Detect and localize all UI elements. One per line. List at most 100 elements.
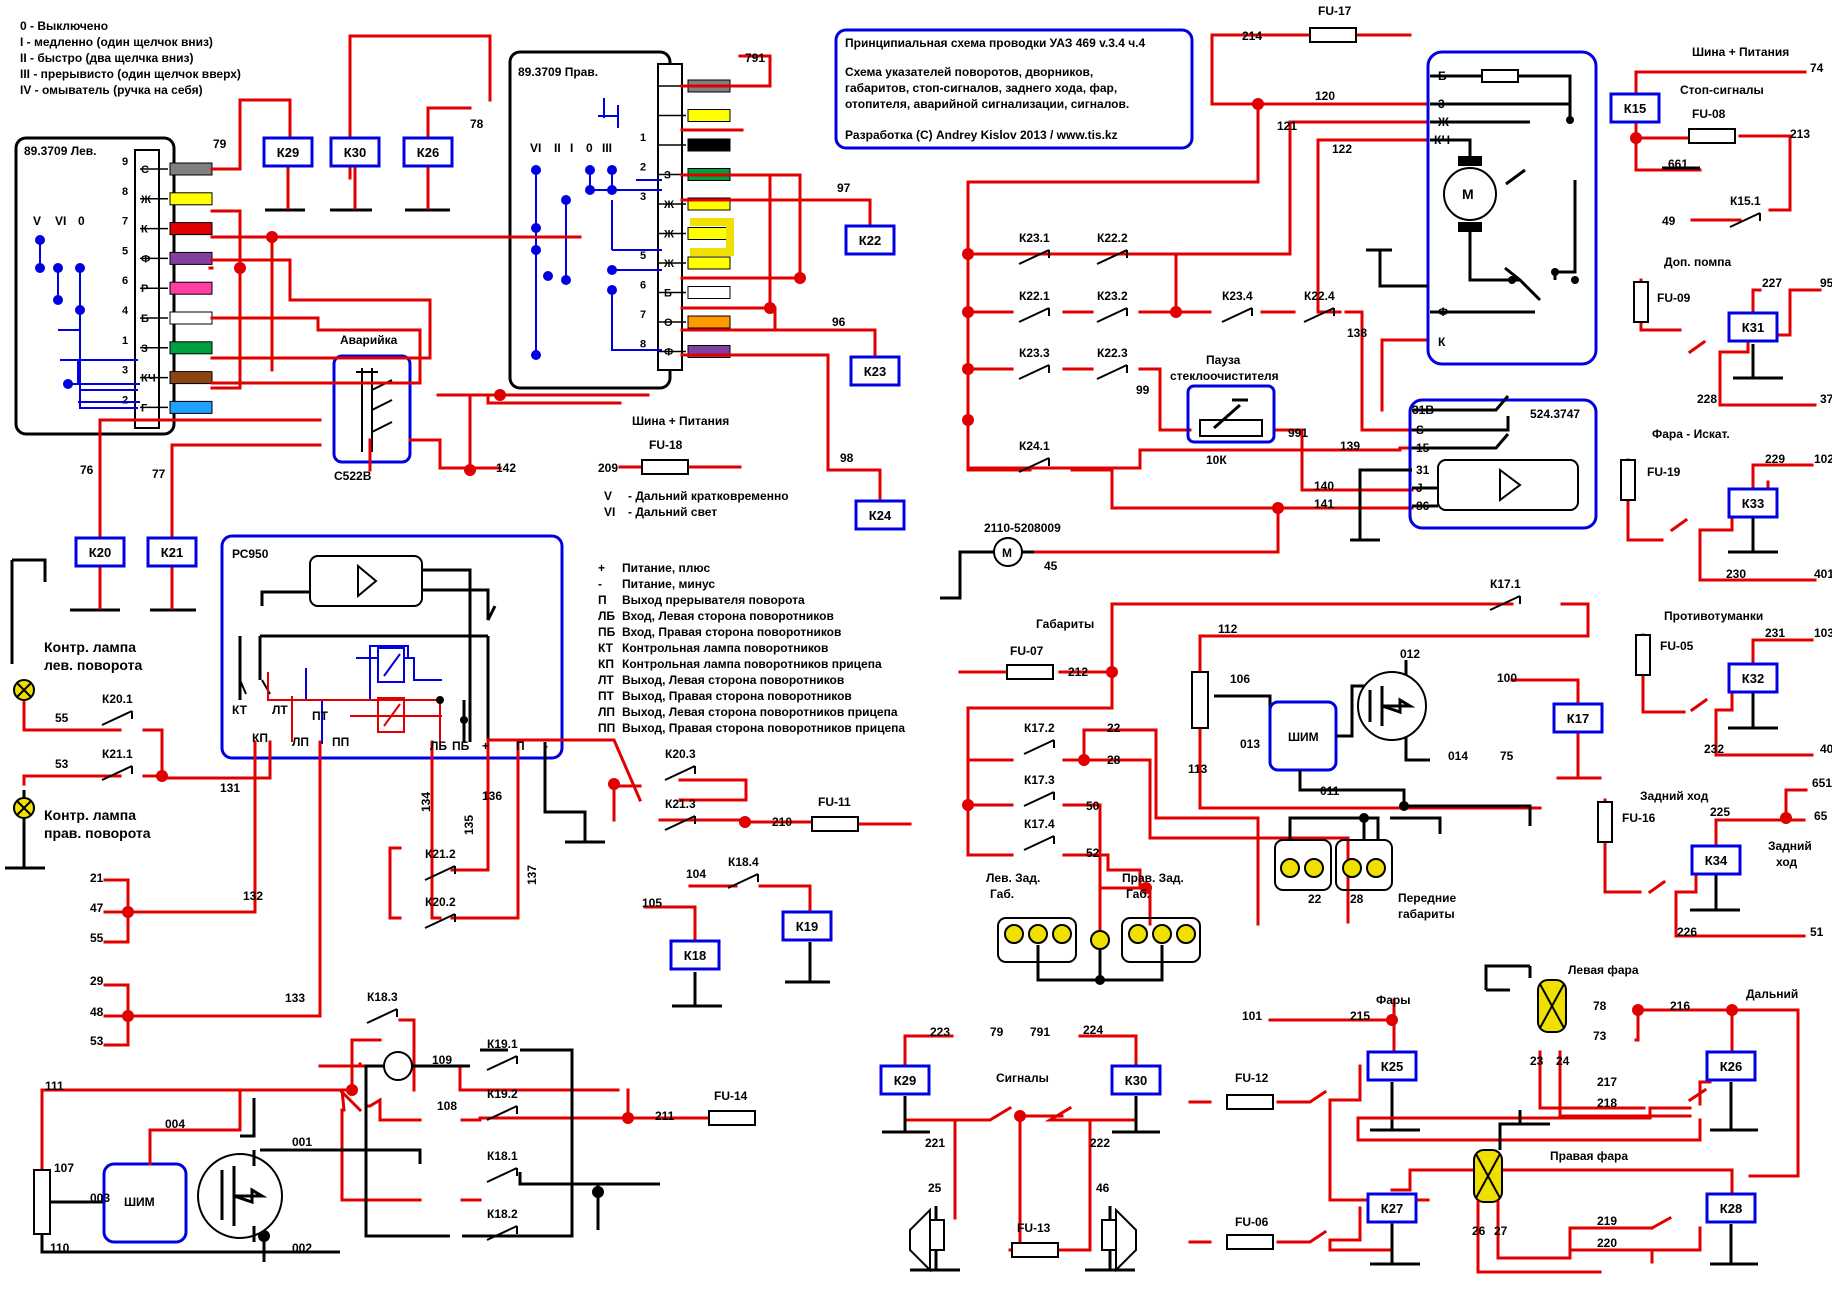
pc950-pin: КТ — [232, 703, 248, 717]
reverse-label-2b: ход — [1776, 855, 1798, 869]
right-stalk-switch: 89.3709 Прав. VI II I 0 III 12З3ЖЖ5Ж6Б7О… — [508, 50, 734, 390]
relay-label: К29 — [894, 1073, 916, 1088]
wire-color-stub — [169, 281, 213, 295]
relay-contact: К23.1 — [1018, 231, 1050, 265]
pc950-title: РС950 — [232, 547, 269, 561]
relay-k30b: К30 — [1110, 1064, 1162, 1096]
fuse-label: FU-07 — [1010, 644, 1044, 658]
relay-label: К23 — [864, 364, 886, 379]
wire-number: 100 — [1497, 671, 1517, 685]
relay-k26b: К26 — [1705, 1050, 1757, 1082]
wire-number: 46 — [1096, 1181, 1110, 1195]
pin-name: Ж — [663, 199, 674, 211]
relay-k31: К31 — [1727, 311, 1779, 343]
pin-name: Ж — [140, 194, 151, 206]
motor-term: Ф — [1438, 305, 1448, 319]
lamp-left-label-2: лев. поворота — [44, 657, 142, 673]
contact-label: К18.4 — [728, 855, 759, 869]
wire-number: 222 — [1090, 1136, 1110, 1150]
legend-value: Контрольная лампа поворотников прицепа — [622, 657, 882, 671]
wire-color-stub — [169, 341, 213, 355]
fuse-label: FU-11 — [818, 795, 851, 809]
wire-number: 28 — [1107, 753, 1121, 767]
lamp-left-label: Контр. лампа — [44, 639, 136, 655]
pause-title-2: стеклоочистителя — [1170, 369, 1279, 383]
fog-lights-label: Противотуманки — [1664, 609, 1763, 623]
wire-number: 141 — [1314, 497, 1334, 511]
relay-contact: К23.3 — [1018, 346, 1050, 380]
wire-number: 139 — [1340, 439, 1360, 453]
gabarit-label: Габариты — [1036, 617, 1094, 631]
wire-number: 95 — [1820, 276, 1832, 290]
relay-label: К19 — [796, 919, 818, 934]
motor-letter: M — [1462, 186, 1474, 202]
relay-contact: К23.2 — [1096, 289, 1128, 323]
relay-label: К30 — [1125, 1073, 1147, 1088]
relay-contact: К21.1 — [101, 747, 133, 781]
washer-wire: 45 — [1044, 559, 1058, 573]
legend-key: ПБ — [598, 625, 616, 639]
wire-number: 78 — [1593, 999, 1607, 1013]
contact-label: К17.2 — [1024, 721, 1055, 735]
pin-number: 7 — [122, 216, 128, 228]
relay-label: К33 — [1742, 496, 1764, 511]
contact-label: К17.4 — [1024, 817, 1055, 831]
title-line: Схема указателей поворотов, дворников, — [845, 65, 1093, 79]
relay-label: К15 — [1624, 101, 1646, 116]
wire-number: 791 — [745, 51, 765, 65]
relay-contact: К17.4 — [1023, 817, 1055, 851]
modes-legend-line: II - быстро (два щелчка вниз) — [20, 51, 193, 65]
wire-color-stub — [687, 286, 731, 299]
wire-number: 74 — [1810, 61, 1824, 75]
fuse: FU-08 — [1688, 107, 1736, 144]
contact-label: К23.4 — [1222, 289, 1253, 303]
wire-number: 212 — [1068, 665, 1088, 679]
wire-number: 121 — [1277, 119, 1297, 133]
wire-color-stub — [687, 138, 731, 152]
hazard-part: С522В — [334, 469, 372, 483]
legend-key: ЛБ — [598, 609, 615, 623]
pin-name: Ф — [664, 347, 673, 359]
wire-number: 97 — [837, 181, 851, 195]
relay-k20: К20 — [74, 536, 126, 568]
fuse: FU-13 — [1011, 1221, 1059, 1258]
wire-number: 223 — [930, 1025, 950, 1039]
wire-color-stub — [687, 315, 731, 329]
pc950-pin: П — [516, 739, 525, 753]
relay-contact: К22.4 — [1303, 289, 1335, 323]
pc950-pin: ЛТ — [272, 703, 288, 717]
fuse-label: FU-05 — [1660, 639, 1694, 653]
wire-number: 55 — [55, 711, 69, 725]
wire-color-stub — [169, 192, 213, 206]
relay-label: К27 — [1381, 1201, 1403, 1216]
pin-number: 8 — [122, 186, 128, 198]
wire-number: 791 — [1030, 1025, 1050, 1039]
wire-number: 214 — [1242, 29, 1262, 43]
mode-label: III — [602, 141, 612, 155]
wire-number: 49 — [1662, 214, 1676, 228]
pin-number: 4 — [122, 305, 129, 317]
contact-label: К21.1 — [102, 747, 133, 761]
contact-label: К18.1 — [487, 1149, 518, 1163]
fuse: FU-05 — [1635, 634, 1694, 676]
wire-number: 98 — [840, 451, 854, 465]
fuse: FU-19 — [1620, 459, 1681, 501]
contact-label: К18.3 — [367, 990, 398, 1004]
wire-number: 55 — [90, 931, 104, 945]
bus-power-label: Шина + Питания — [1692, 45, 1789, 59]
title-line: Разработка (С) Andrey Kislov 2013 / www.… — [845, 128, 1118, 142]
wire-number: 221 — [925, 1136, 945, 1150]
mode-label: 0 — [586, 141, 593, 155]
wire-number: 105 — [642, 896, 662, 910]
wire-number: 110 — [50, 1241, 70, 1255]
fuse-layer: FU-17FU-18FU-08FU-09FU-19FU-05FU-16FU-07… — [641, 4, 1736, 1258]
relay-contact: К20.3 — [664, 747, 696, 781]
motor-term: КЧ — [1434, 133, 1450, 147]
pc950-pin: КП — [252, 731, 268, 745]
relay-label: К26 — [1720, 1059, 1742, 1074]
wiring — [5, 33, 1822, 1274]
